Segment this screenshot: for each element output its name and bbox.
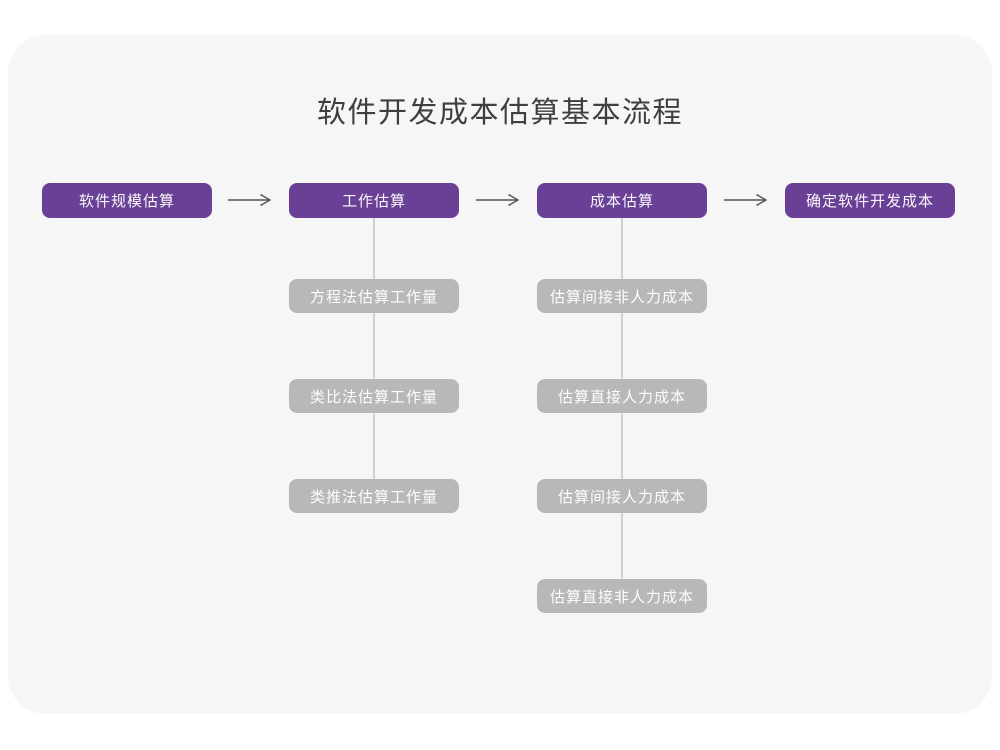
step-cost-estimation: 成本估算 <box>537 183 707 218</box>
method-extrapolation-workload: 类推法估算工作量 <box>289 479 459 513</box>
method-equation-workload: 方程法估算工作量 <box>289 279 459 313</box>
cost-direct-non-labor: 估算直接非人力成本 <box>537 579 707 613</box>
cost-indirect-labor: 估算间接人力成本 <box>537 479 707 513</box>
step-work-estimation: 工作估算 <box>289 183 459 218</box>
connector-work-estimation-column <box>373 218 375 479</box>
method-analogy-workload: 类比法估算工作量 <box>289 379 459 413</box>
arrow-right-icon <box>476 193 520 207</box>
step-software-scale-estimation: 软件规模估算 <box>42 183 212 218</box>
arrow-right-icon <box>724 193 768 207</box>
step-determine-development-cost: 确定软件开发成本 <box>785 183 955 218</box>
cost-direct-labor: 估算直接人力成本 <box>537 379 707 413</box>
diagram-title: 软件开发成本估算基本流程 <box>316 97 683 129</box>
flowchart-card <box>8 35 992 714</box>
cost-indirect-non-labor: 估算间接非人力成本 <box>537 279 707 313</box>
arrow-right-icon <box>228 193 272 207</box>
